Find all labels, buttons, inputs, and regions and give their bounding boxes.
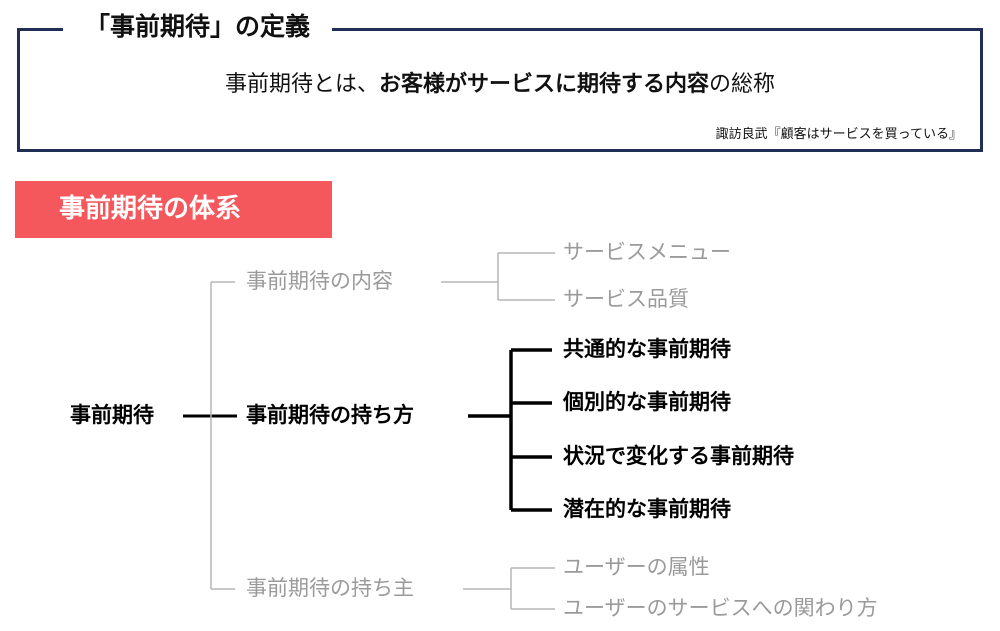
definition-text-bold: お客様がサービスに期待する内容: [378, 72, 709, 97]
tree-root: 事前期待: [70, 403, 154, 427]
definition-text-part2: の総称: [709, 72, 776, 97]
definition-text: 事前期待とは、お客様がサービスに期待する内容の総称: [0, 70, 1000, 100]
branch-expectation-holder: 事前期待の持ち主: [246, 576, 414, 600]
leaf-individual-expectation: 個別的な事前期待: [563, 390, 731, 414]
branch-expectation-content: 事前期待の内容: [246, 269, 393, 293]
definition-source: 諏訪良武『顧客はサービスを買っている』: [715, 127, 962, 142]
definition-box: [17, 28, 983, 152]
leaf-user-attributes: ユーザーの属性: [563, 555, 710, 579]
definition-text-part1: 事前期待とは、: [224, 72, 379, 97]
leaf-service-quality: サービス品質: [563, 287, 689, 311]
leaf-latent-expectation: 潜在的な事前期待: [563, 497, 731, 521]
leaf-user-involvement: ユーザーのサービスへの関わり方: [563, 596, 878, 620]
branch-expectation-holding: 事前期待の持ち方: [246, 403, 414, 427]
leaf-common-expectation: 共通的な事前期待: [563, 337, 731, 361]
section-banner: 事前期待の体系: [15, 181, 332, 238]
leaf-service-menu: サービスメニュー: [563, 240, 731, 264]
leaf-situational-expectation: 状況で変化する事前期待: [563, 444, 794, 468]
definition-title: 「事前期待」の定義: [63, 8, 333, 46]
